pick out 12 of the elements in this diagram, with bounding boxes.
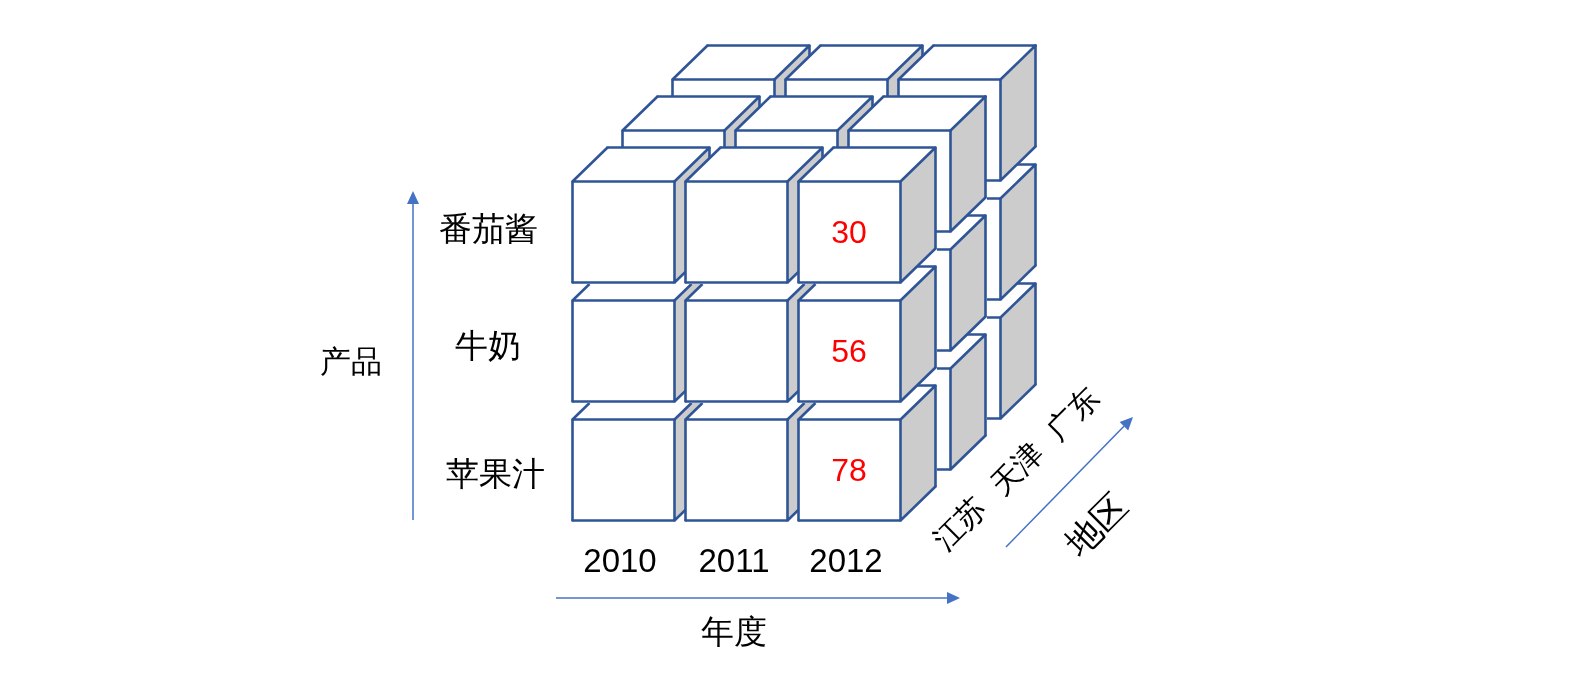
value-label: 30 [831,215,867,248]
column-label: 2010 [583,543,657,579]
column-label: 2011 [698,543,770,579]
row-label: 番茄酱 [438,211,538,247]
column-label: 2012 [809,543,883,579]
value-label: 56 [831,334,867,367]
row-label: 苹果汁 [445,456,545,492]
value-label: 78 [831,453,867,486]
axis-title: 年度 [701,614,767,650]
axis-title: 产品 [320,345,382,379]
row-label: 牛奶 [455,328,521,364]
axis-title: 地区 [1059,487,1135,563]
